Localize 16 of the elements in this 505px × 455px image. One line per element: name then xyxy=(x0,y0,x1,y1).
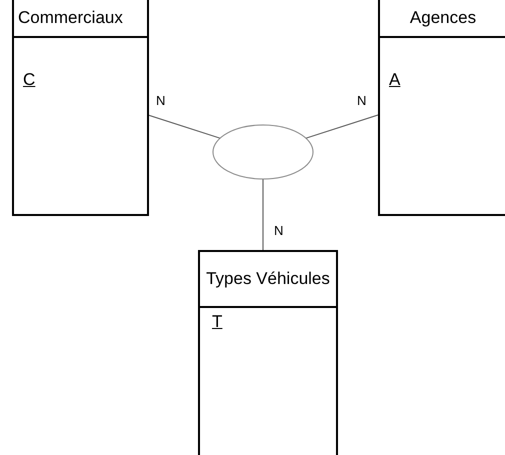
cardinality-label: N xyxy=(357,94,366,108)
relationship-ellipse xyxy=(212,124,314,180)
cardinality-label: N xyxy=(156,94,166,108)
primary-key: A xyxy=(389,70,400,90)
entity-box xyxy=(198,250,338,455)
entity-box xyxy=(378,0,505,216)
primary-key: C xyxy=(23,70,36,90)
entity-box xyxy=(12,0,149,216)
entity-name: Types Véhicules xyxy=(206,269,330,289)
primary-key: T xyxy=(212,312,222,332)
entity-name: Agences xyxy=(410,8,476,28)
connector-line xyxy=(305,114,378,139)
cardinality-label: N xyxy=(274,224,284,238)
connector-line xyxy=(262,178,264,250)
connector-line xyxy=(148,114,221,139)
entity-name: Commerciaux xyxy=(18,8,123,28)
